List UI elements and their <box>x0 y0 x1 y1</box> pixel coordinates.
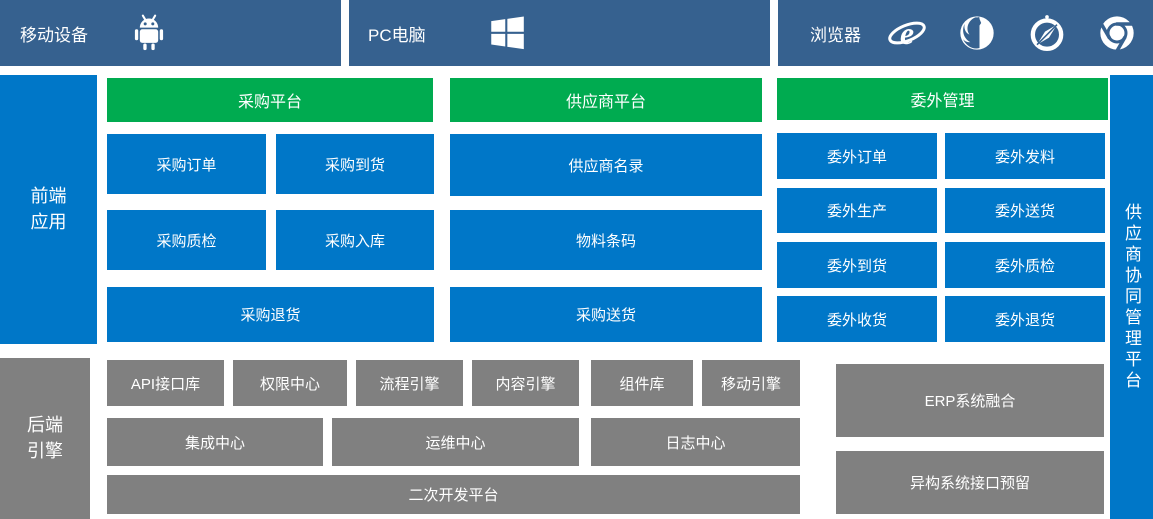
tile-outsourcing-order[interactable]: 委外订单 <box>777 133 937 179</box>
tile-content-engine[interactable]: 内容引擎 <box>472 360 579 406</box>
tile-integration-center[interactable]: 集成中心 <box>107 418 323 466</box>
pc-label: PC电脑 <box>368 25 426 45</box>
ie-icon: e <box>887 13 927 53</box>
tile-secondary-development-platform[interactable]: 二次开发平台 <box>107 475 800 514</box>
tile-permission-center[interactable]: 权限中心 <box>233 360 347 406</box>
tile-outsourcing-material-issue[interactable]: 委外发料 <box>945 133 1105 179</box>
tile-supplier-directory[interactable]: 供应商名录 <box>450 134 762 196</box>
mobile-devices-label: 移动设备 <box>20 25 88 45</box>
tile-component-library[interactable]: 组件库 <box>591 360 693 406</box>
tile-purchase-order[interactable]: 采购订单 <box>107 134 266 194</box>
browsers-label: 浏览器 <box>810 25 861 45</box>
top-section-browsers: 浏览器 e <box>778 0 1153 66</box>
tile-api-library[interactable]: API接口库 <box>107 360 224 406</box>
top-section-pc: PC电脑 <box>349 0 770 66</box>
tile-outsourcing-arrival[interactable]: 委外到货 <box>777 242 937 288</box>
tile-heterogeneous-interface-reserve[interactable]: 异构系统接口预留 <box>836 451 1104 514</box>
tile-outsourcing-production[interactable]: 委外生产 <box>777 188 937 233</box>
tile-outsourcing-return[interactable]: 委外退货 <box>945 296 1105 342</box>
tile-process-engine[interactable]: 流程引擎 <box>356 360 463 406</box>
svg-text:e: e <box>900 16 914 51</box>
tile-mobile-engine[interactable]: 移动引擎 <box>702 360 800 406</box>
tile-erp-system-integration[interactable]: ERP系统融合 <box>836 364 1104 437</box>
tile-outsourcing-delivery[interactable]: 委外送货 <box>945 188 1105 233</box>
tile-operations-center[interactable]: 运维中心 <box>332 418 579 466</box>
firefox-icon <box>957 13 997 53</box>
chrome-icon <box>1097 13 1137 53</box>
tile-purchase-arrival[interactable]: 采购到货 <box>276 134 434 194</box>
supplier-collaboration-platform-bar: 供应商协同管理平台 <box>1110 75 1153 519</box>
tile-purchase-quality-check[interactable]: 采购质检 <box>107 210 266 270</box>
tile-log-center[interactable]: 日志中心 <box>591 418 800 466</box>
safari-icon <box>1027 13 1067 53</box>
android-icon <box>130 12 168 54</box>
tile-material-barcode[interactable]: 物料条码 <box>450 210 762 270</box>
top-section-mobile: 移动设备 <box>0 0 341 66</box>
frontend-rail: 前端 应用 <box>0 75 97 344</box>
backend-rail: 后端 引擎 <box>0 358 90 519</box>
tile-purchase-warehousing[interactable]: 采购入库 <box>276 210 434 270</box>
tile-purchase-return[interactable]: 采购退货 <box>107 287 434 342</box>
header-purchase-platform[interactable]: 采购平台 <box>107 78 433 122</box>
windows-icon <box>486 12 528 54</box>
supplier-collaboration-platform-label: 供应商协同管理平台 <box>1122 202 1141 392</box>
header-outsourcing-management[interactable]: 委外管理 <box>777 78 1108 120</box>
tile-purchase-delivery[interactable]: 采购送货 <box>450 287 762 342</box>
tile-outsourcing-receiving[interactable]: 委外收货 <box>777 296 937 342</box>
header-supplier-platform[interactable]: 供应商平台 <box>450 78 762 122</box>
tile-outsourcing-quality-check[interactable]: 委外质检 <box>945 242 1105 288</box>
